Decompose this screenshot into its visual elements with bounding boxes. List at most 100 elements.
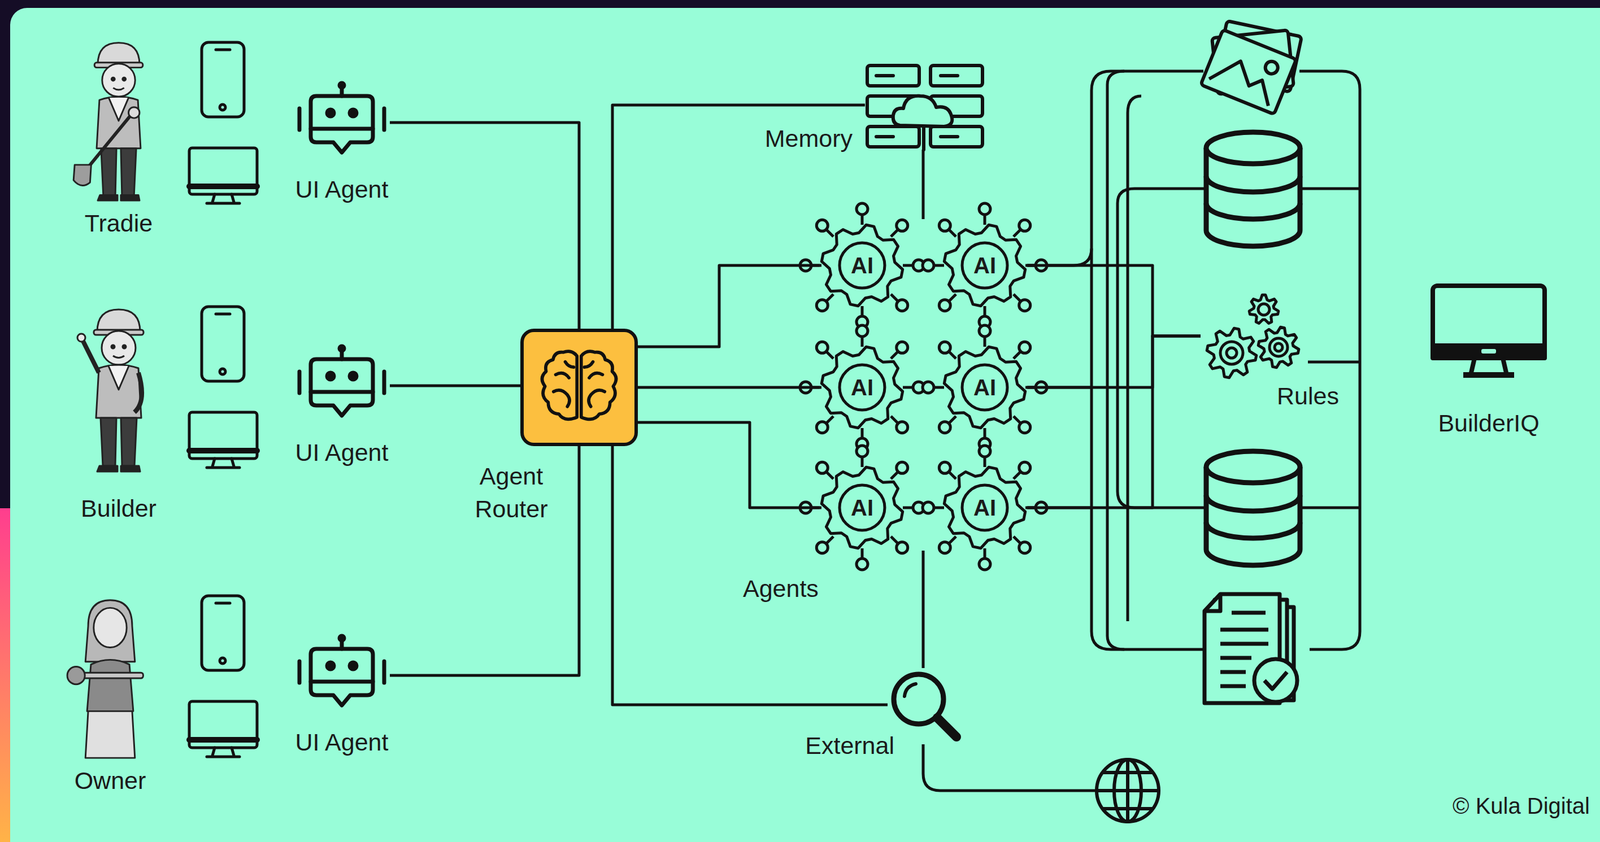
connector-line [1027, 265, 1201, 337]
gear-pin-dot [856, 203, 868, 215]
gear-pin-dot [896, 462, 908, 474]
gear-pin-dot [1019, 462, 1031, 474]
node-label: UI Agent [295, 725, 389, 759]
node-label: Rules [1276, 379, 1339, 413]
gear-pin-dot [938, 422, 951, 434]
monitor-node: BuilderIQ [1429, 282, 1549, 382]
device-icons [189, 42, 258, 758]
gear-pin-dot [1019, 422, 1031, 434]
gear-pin-dot [1019, 219, 1031, 232]
node-label: Builder [80, 492, 157, 525]
gear-label: AI [819, 465, 905, 551]
gear-pin-dot [938, 542, 951, 554]
gear-pin-dot [816, 422, 828, 434]
node-label: Agent Router [454, 459, 568, 526]
data-bus [923, 71, 1360, 791]
connector-line [1027, 336, 1201, 388]
gear-pin-dot [1019, 341, 1031, 354]
bot-node: UI Agent [293, 343, 390, 429]
monitor-icon [189, 412, 258, 468]
router-node: Agent Router [520, 328, 638, 447]
person-figure [67, 290, 170, 489]
agent-gear: AI [819, 345, 905, 430]
node-label: Owner [74, 764, 147, 798]
gear-pin-dot [896, 219, 908, 232]
memory-node: Memory [864, 63, 985, 150]
connector-line [389, 384, 521, 388]
person-figure [67, 38, 170, 204]
person-node: Owner [59, 596, 162, 762]
gear-pin-dot [979, 203, 991, 215]
gear-pin-dot [856, 558, 868, 571]
bot-icon [293, 80, 390, 165]
memory-icon [864, 63, 985, 150]
agent-gear: AI [819, 465, 905, 551]
gear-pin-dot [896, 422, 908, 434]
gear-pin-dot [896, 542, 908, 554]
gear-pin-dot [979, 445, 991, 458]
gear-pin-dot [816, 462, 828, 474]
gear-pin-dot [1019, 542, 1031, 554]
node-label: Tradie [84, 206, 153, 240]
node-label: External [805, 729, 895, 763]
bot-icon [293, 343, 390, 429]
gear-label: AI [942, 465, 1028, 551]
gear-pin-dot [938, 300, 951, 312]
gear-pin-dot [979, 325, 991, 337]
database-icon [1206, 451, 1300, 566]
globe-icon [1096, 759, 1159, 823]
group-label: Agents [742, 575, 819, 603]
edge-strip [0, 508, 11, 842]
connector-line [637, 386, 820, 390]
monitor-icon [189, 701, 258, 758]
connector-line [389, 122, 580, 329]
monitor-icon [1429, 282, 1549, 382]
node-label: BuilderIQ [1437, 406, 1539, 440]
connector-line [1027, 336, 1201, 508]
connector-line [637, 422, 820, 508]
gear-pin-dot [938, 219, 951, 232]
gear-pin-dot [816, 300, 828, 312]
node-label: UI Agent [295, 172, 389, 206]
gear-pin-dot [1019, 300, 1031, 312]
gear-pin-dot [922, 502, 934, 514]
document-icon [1204, 594, 1298, 704]
gear-pin-dot [896, 300, 908, 312]
gear-pin-dot [816, 542, 828, 554]
rules-node: Rules [1200, 293, 1308, 379]
gear-pin-dot [938, 462, 951, 474]
gear-pin-dot [856, 445, 868, 458]
bot-node: UI Agent [293, 80, 390, 165]
gear-pin-dot [816, 341, 828, 354]
database-icon [1206, 132, 1300, 247]
mag-node: External [887, 668, 962, 742]
bot-icon [293, 633, 390, 719]
bot-node: UI Agent [293, 633, 390, 719]
rules-gears-icon [1200, 293, 1308, 379]
monitor-icon [189, 148, 258, 204]
person-figure [59, 596, 162, 762]
gear-pins [800, 203, 1047, 571]
gear-pin-dot [922, 381, 934, 394]
gear-pin-dot [816, 219, 828, 232]
gear-label: AI [819, 223, 905, 308]
images-icon [1200, 20, 1302, 115]
gear-label: AI [942, 345, 1028, 430]
agent-gear: AI [819, 223, 905, 308]
magnifier-icon [887, 668, 962, 742]
gear-pin-dot [979, 558, 991, 571]
gear-label: AI [819, 345, 905, 430]
agent-gear: AI [942, 345, 1028, 430]
person-node: Builder [67, 290, 170, 489]
gear-pin-dot [922, 259, 934, 272]
gear-pin-dot [856, 325, 868, 337]
gear-label: AI [942, 223, 1028, 308]
gear-pin-dot [896, 341, 908, 354]
person-node: Tradie [67, 38, 170, 204]
agent-gear: AI [942, 465, 1028, 551]
gear-pin-dot [938, 341, 951, 354]
brain-icon [523, 332, 635, 443]
connector-line [612, 105, 865, 329]
copyright-note: © Kula Digital [1452, 793, 1590, 820]
